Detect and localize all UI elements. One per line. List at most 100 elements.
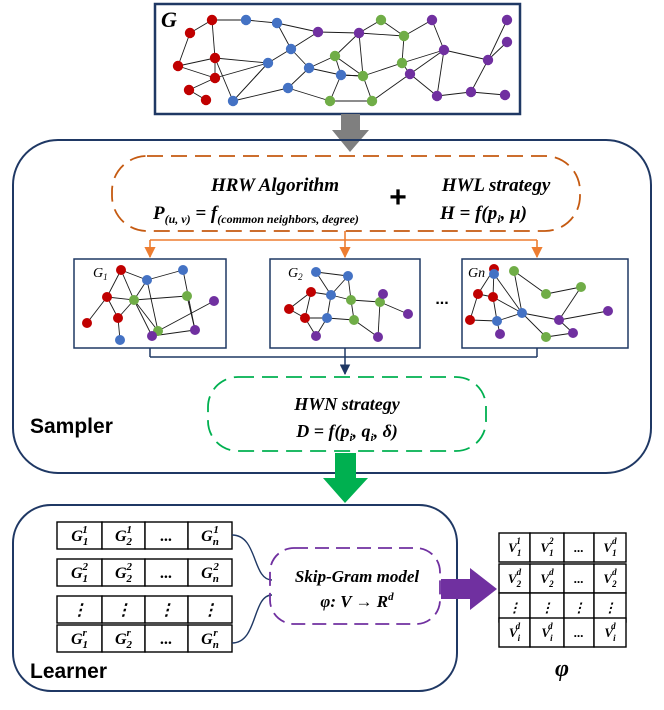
input-graph-edge — [214, 57, 234, 102]
input-graph-edge — [371, 73, 411, 102]
input-graph-label: G — [161, 7, 177, 32]
input-graph-node-purple — [426, 14, 438, 26]
input-graph-edge — [401, 49, 445, 64]
subgraph-2-node-purple — [378, 289, 388, 299]
subgraph-2-node-red — [284, 304, 294, 314]
subgraph-1-edge — [157, 300, 215, 332]
input-graph-edge — [334, 55, 364, 77]
input-graph-node-green — [329, 50, 341, 62]
embedding-matrix-cell-text: Vid — [604, 621, 616, 643]
subgraph-1-edge — [133, 299, 153, 337]
input-graph-node-green — [324, 95, 336, 107]
input-graph-edge — [177, 57, 216, 67]
green-arrow-down — [323, 453, 368, 503]
walk-table-cell-text: G12 — [71, 561, 89, 585]
input-graph-node-purple — [404, 68, 416, 80]
subgraph-1-edge — [106, 269, 122, 298]
subgraph-1-node-red — [116, 265, 126, 275]
hrw-formula: P(u, v) = f(common neighbors, degree) — [152, 203, 359, 226]
embedding-matrix-cell-text: V2d — [603, 567, 617, 589]
walk-table-cell — [101, 558, 146, 587]
input-graph-edge — [431, 19, 445, 51]
subgraph-n-node-blue — [492, 316, 502, 326]
input-graph-node-red — [209, 52, 221, 64]
input-graph-edge — [276, 22, 319, 33]
walk-table-cell-text: ... — [161, 565, 173, 582]
walk-table-cell-text: Gn2 — [201, 561, 219, 585]
embedding-matrix-cell — [593, 592, 627, 623]
walk-table-cell-text: ⋮ — [202, 602, 218, 619]
subgraph-1-node-green — [129, 295, 139, 305]
walk-table-cell — [56, 521, 103, 550]
input-graph-edge — [409, 49, 445, 75]
input-graph-edge — [287, 87, 331, 102]
walk-table-cell-text: G2r — [115, 627, 133, 651]
walk-table-cell — [187, 558, 233, 587]
subgraph-n-node-purple — [554, 315, 564, 325]
walk-table-cell — [187, 521, 233, 550]
input-graph-node-purple — [501, 36, 513, 48]
hwl-formula: H = f(pi, μ) — [439, 203, 527, 226]
input-graph-edge — [214, 57, 269, 64]
hwn-title: HWN strategy — [293, 394, 401, 414]
purple-arrow-right — [441, 568, 497, 610]
subgraph-1-node-blue — [115, 335, 125, 345]
subgraph-n-edge — [558, 286, 582, 321]
input-graph-node-red — [184, 27, 196, 39]
walk-table-cell-text: G11 — [71, 524, 88, 548]
input-graph-node-blue — [282, 82, 294, 94]
subgraph-2-node-purple — [403, 309, 413, 319]
input-graph-edge — [436, 91, 472, 97]
input-graph-node-purple — [438, 44, 450, 56]
input-graph-edge — [443, 49, 489, 61]
subgraph-n-edge — [521, 312, 547, 338]
subgraph-ellipsis: ... — [435, 291, 448, 308]
input-graph-edge — [232, 87, 289, 102]
subgraph-1-node-blue — [178, 265, 188, 275]
subgraph-2-node-green — [375, 297, 385, 307]
subgraph-2-node-blue — [326, 290, 336, 300]
input-graph-node-purple — [465, 86, 477, 98]
subgraph-2-node-blue — [343, 271, 353, 281]
subgraph-2-node-blue — [311, 267, 321, 277]
input-graph-node-purple — [482, 54, 494, 66]
walk-table-cell-text: ⋮ — [72, 602, 88, 619]
embedding-matrix-cell-text: ⋮ — [541, 600, 554, 615]
walk-table-cell-text: G1r — [71, 627, 88, 651]
walk-table-cell-text: ⋮ — [159, 602, 175, 619]
input-graph-edge — [403, 19, 433, 37]
subgraph-1-edge — [133, 299, 159, 332]
subgraph-1-edge — [146, 279, 159, 332]
embedding-matrix-cell-text: ⋮ — [573, 600, 586, 615]
subgraph-n-node-purple — [495, 329, 505, 339]
subgraph-1-node-purple — [209, 296, 219, 306]
embedding-matrix-cell — [593, 617, 627, 648]
input-graph-node-purple — [353, 27, 365, 39]
subgraph-n-node-purple — [603, 306, 613, 316]
subgraph-1-node-purple — [190, 325, 200, 335]
input-graph-node-green — [375, 14, 387, 26]
embedding-matrix-cell-text: ⋮ — [508, 600, 521, 615]
subgraph-2-edge — [379, 301, 409, 315]
embedding-matrix-cell — [498, 617, 531, 648]
embedding-matrix-cell-text: V11 — [508, 536, 521, 558]
input-graph-edge — [487, 19, 508, 61]
input-graph-node-green — [357, 70, 369, 82]
subgraph-1-node-red — [82, 318, 92, 328]
embedding-matrix-cell-text: ... — [574, 571, 584, 586]
subgraph-n-edge — [545, 286, 582, 295]
subgraph-n-edge — [513, 270, 547, 295]
input-graph-edge — [334, 32, 360, 57]
input-graph-edge — [362, 62, 403, 77]
subgraph-2-node-blue — [322, 313, 332, 323]
embedding-matrix-cell-text: V2d — [508, 567, 522, 589]
input-graph-edge — [232, 62, 269, 102]
input-graph-node-blue — [285, 43, 297, 55]
input-graph-node-green — [366, 95, 378, 107]
subgraph-n-label: Gn — [468, 266, 485, 281]
subgraph-1-node-red — [102, 292, 112, 302]
embedding-matrix-cell — [529, 563, 565, 594]
input-graph-edge — [317, 31, 360, 34]
